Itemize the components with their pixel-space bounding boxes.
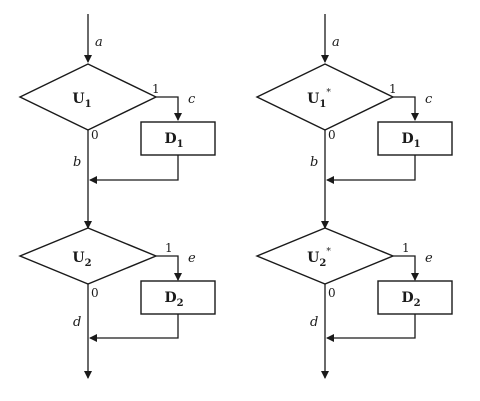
merge-1-arrow	[89, 176, 97, 184]
edge-c-label: c	[188, 92, 196, 107]
branch-true-1-label: 1	[389, 82, 397, 96]
action-d1-label: D1	[401, 131, 420, 150]
action-d2-label: D2	[164, 290, 183, 309]
merge-2-arrow	[326, 334, 334, 342]
edge-d-label: d	[310, 315, 318, 330]
flowchart-right: a U1* 1 c D1 0 b U2* 1 e D2 0 d	[255, 14, 453, 379]
edge-a-arrow	[321, 55, 329, 63]
condition-u2-diamond	[18, 227, 158, 285]
merge-1-line	[327, 155, 416, 181]
edge-a-label: a	[95, 35, 103, 50]
condition-u2-star-label: U2*	[307, 247, 331, 269]
edge-c-arrow	[411, 113, 419, 121]
merge-2-line	[327, 314, 416, 339]
branch-true-2-label: 1	[165, 241, 173, 255]
merge-2-arrow	[89, 334, 97, 342]
action-d1-label: D1	[164, 131, 183, 150]
edge-d-label: d	[73, 315, 81, 330]
exit-arrow	[84, 371, 92, 379]
branch-false-1-label: 0	[328, 128, 336, 142]
edge-a-label: a	[332, 35, 340, 50]
condition-u1-label: U1	[72, 91, 91, 110]
edge-a-arrow	[84, 55, 92, 63]
edge-b-label: b	[73, 155, 81, 170]
edge-b-arrow	[321, 221, 329, 229]
merge-2-line	[90, 314, 179, 339]
edge-e-arrow	[174, 273, 182, 281]
condition-u1-diamond	[18, 63, 158, 131]
edge-e-label: e	[425, 251, 433, 266]
condition-u1-star-label: U1*	[307, 88, 331, 110]
branch-true-1-label: 1	[152, 82, 160, 96]
edge-c-line	[156, 96, 179, 120]
edge-e-line	[393, 255, 416, 280]
edge-e-label: e	[188, 251, 196, 266]
branch-true-2-label: 1	[402, 241, 410, 255]
edge-c-arrow	[174, 113, 182, 121]
branch-false-1-label: 0	[91, 128, 99, 142]
branch-false-2-label: 0	[328, 286, 336, 300]
merge-1-arrow	[326, 176, 334, 184]
action-d1-box	[377, 121, 453, 156]
action-d1-box	[140, 121, 216, 156]
condition-u2-star-diamond	[255, 227, 395, 285]
condition-u2-label: U2	[72, 250, 91, 269]
action-d2-label: D2	[401, 290, 420, 309]
flowchart-left: a U1 1 c D1 0 b U2 1 e D2 0 d	[18, 14, 216, 379]
edge-e-line	[156, 255, 179, 280]
edge-b-arrow	[84, 221, 92, 229]
exit-arrow	[321, 371, 329, 379]
edge-c-label: c	[425, 92, 433, 107]
edge-c-line	[393, 96, 416, 120]
condition-u1-star-diamond	[255, 63, 395, 131]
merge-1-line	[90, 155, 179, 181]
branch-false-2-label: 0	[91, 286, 99, 300]
edge-e-arrow	[411, 273, 419, 281]
edge-b-label: b	[310, 155, 318, 170]
